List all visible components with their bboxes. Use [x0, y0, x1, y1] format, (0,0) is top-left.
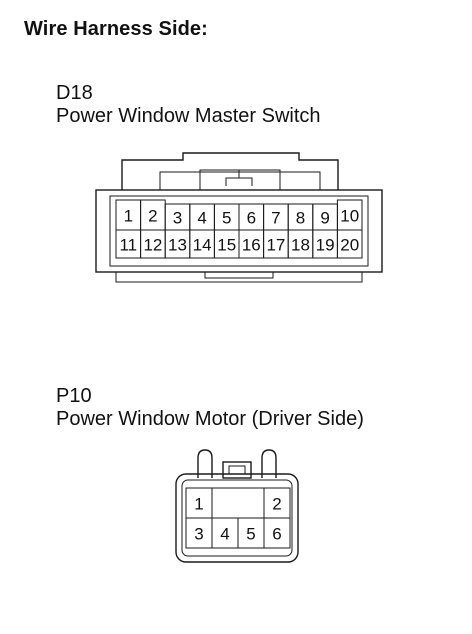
d18-pin-number: 2 — [148, 207, 157, 226]
d18-bottom-lip — [115, 272, 363, 283]
d18-latch-key — [225, 170, 253, 186]
p10-center-latch — [222, 461, 252, 479]
d18-pin-number: 11 — [119, 236, 137, 255]
p10-pin-cell — [263, 517, 291, 549]
d18-pin-number: 5 — [222, 209, 231, 228]
d18-pin-number: 12 — [143, 236, 162, 255]
d18-body-inner — [109, 195, 369, 267]
d18-label: D18 Power Window Master Switch — [56, 82, 321, 128]
p10-code: P10 — [56, 385, 92, 407]
p10-right-hook — [261, 449, 277, 478]
d18-code: D18 — [56, 82, 93, 104]
d18-latch-inner — [159, 171, 321, 190]
d18-pin-number: 4 — [197, 209, 206, 228]
p10-body — [175, 473, 299, 563]
p10-pin-number: 4 — [220, 525, 229, 544]
p10-pin-number: 2 — [272, 495, 281, 514]
d18-pin-number: 8 — [296, 209, 305, 228]
p10-pin-cell — [211, 487, 265, 519]
p10-pin-number: 3 — [194, 525, 203, 544]
d18-pin-number: 10 — [340, 207, 359, 226]
d18-pin-number: 6 — [247, 209, 256, 228]
d18-pin-number: 17 — [266, 236, 285, 255]
d18-pin-number: 7 — [271, 209, 280, 228]
d18-pin-number: 13 — [168, 236, 187, 255]
d18-name: Power Window Master Switch — [56, 105, 321, 127]
d18-bottom-notch — [204, 272, 274, 279]
p10-center-latch-inner — [228, 465, 246, 475]
d18-pin-number: 9 — [320, 209, 329, 228]
p10-body-inner — [181, 479, 293, 557]
p10-pin-number: 1 — [194, 495, 203, 514]
d18-pin-number: 20 — [340, 236, 359, 255]
p10-label: P10 Power Window Motor (Driver Side) — [56, 385, 364, 431]
d18-pin-cell — [336, 229, 363, 259]
d18-pin-number: 3 — [173, 209, 182, 228]
p10-name: Power Window Motor (Driver Side) — [56, 408, 364, 430]
d18-pin-number: 15 — [217, 236, 236, 255]
page-heading: Wire Harness Side: — [24, 18, 208, 40]
p10-left-hook — [197, 449, 213, 478]
d18-pin-number: 19 — [316, 236, 335, 255]
d18-pin-number: 14 — [193, 236, 212, 255]
d18-body — [95, 189, 383, 273]
d18-latch-housing — [121, 152, 339, 190]
d18-pin-number: 16 — [242, 236, 261, 255]
d18-pin-number: 1 — [124, 207, 133, 226]
p10-pin-number: 5 — [246, 525, 255, 544]
d18-latch-slot — [199, 169, 281, 190]
d18-pin-number: 18 — [291, 236, 310, 255]
p10-pin-number: 6 — [272, 525, 281, 544]
